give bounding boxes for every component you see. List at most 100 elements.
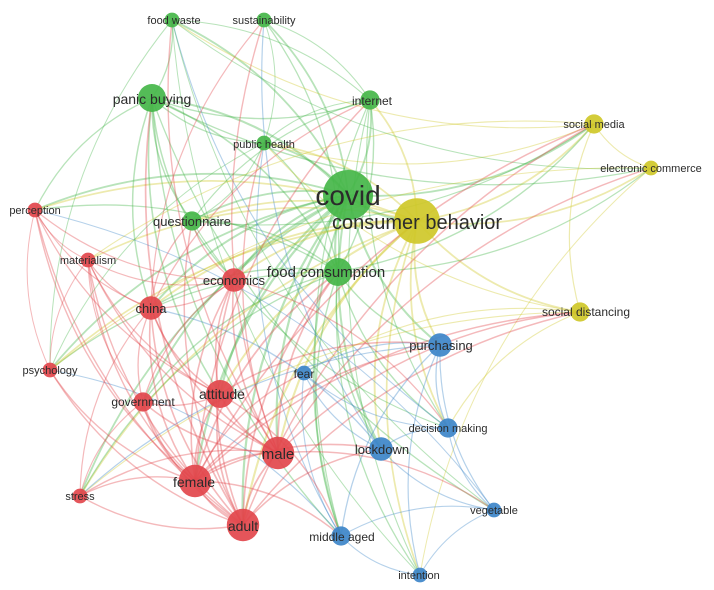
link-consumer_behavior-attitude bbox=[219, 220, 418, 395]
label-fear: fear bbox=[294, 367, 315, 381]
node-food-waste[interactable] bbox=[164, 12, 180, 28]
link-internet-china bbox=[150, 99, 371, 309]
link-covid-adult bbox=[241, 194, 349, 526]
link-food_consumption-public_health bbox=[263, 142, 339, 273]
node-intention[interactable] bbox=[412, 567, 428, 583]
link-public_health-social_distancing bbox=[263, 142, 581, 313]
link-fear-middle_aged bbox=[301, 372, 342, 537]
link-panic_buying-perception bbox=[34, 97, 153, 211]
link-purchasing-stress bbox=[79, 344, 441, 497]
link-covid-china bbox=[150, 194, 349, 309]
node-materialism[interactable] bbox=[80, 252, 96, 268]
node-perception[interactable] bbox=[27, 202, 43, 218]
link-panic_buying-vegetable bbox=[151, 97, 495, 511]
node-social-distancing[interactable] bbox=[570, 302, 590, 322]
label-intention: intention bbox=[398, 570, 440, 582]
link-perception-economics bbox=[34, 209, 235, 281]
link-consumer_behavior-electronic_commerce bbox=[416, 167, 652, 225]
link-food_consumption-psychology bbox=[49, 271, 339, 371]
links-layer bbox=[26, 19, 652, 576]
link-consumer_behavior-economics bbox=[233, 219, 418, 281]
node-china[interactable] bbox=[139, 296, 163, 320]
link-social_media-social_distancing bbox=[568, 123, 595, 313]
node-electronic-commerce[interactable] bbox=[643, 160, 659, 176]
node-questionnaire[interactable] bbox=[182, 211, 202, 231]
node-attitude[interactable] bbox=[206, 380, 234, 408]
link-food_consumption-purchasing bbox=[337, 271, 441, 346]
link-food_consumption-sustainability bbox=[263, 19, 340, 273]
label-internet: internet bbox=[352, 94, 393, 108]
link-middle_aged-female bbox=[194, 480, 342, 537]
node-food-consumption[interactable] bbox=[324, 258, 352, 286]
link-fear-lockdown bbox=[303, 372, 382, 450]
link-internet-food_waste bbox=[171, 19, 371, 101]
node-internet[interactable] bbox=[360, 90, 380, 110]
node-middle-aged[interactable] bbox=[331, 526, 351, 546]
link-male-stress bbox=[79, 449, 279, 497]
link-perception-psychology bbox=[26, 209, 51, 371]
node-social-media[interactable] bbox=[584, 114, 604, 134]
link-food_waste-intention bbox=[171, 19, 421, 576]
node-psychology[interactable] bbox=[42, 362, 58, 378]
node-fear[interactable] bbox=[296, 365, 312, 381]
label-covid: covid bbox=[315, 180, 380, 211]
link-social_media-materialism bbox=[87, 120, 595, 261]
link-food_waste-electronic_commerce bbox=[171, 19, 652, 170]
link-consumer_behavior-social_media bbox=[416, 123, 595, 222]
node-sustainability[interactable] bbox=[256, 12, 272, 28]
link-fear-decision_making bbox=[303, 372, 449, 429]
node-decision-making[interactable] bbox=[438, 418, 458, 438]
link-panic_buying-electronic_commerce bbox=[151, 97, 652, 186]
link-social_media-female bbox=[194, 123, 595, 482]
label-decision-making: decision making bbox=[409, 423, 488, 435]
link-internet-female bbox=[194, 99, 371, 482]
link-food_consumption-electronic_commerce bbox=[337, 167, 652, 273]
link-social_distancing-female bbox=[194, 311, 581, 482]
link-covid-middle_aged bbox=[312, 194, 349, 537]
link-public_health-male bbox=[241, 142, 279, 454]
link-vegetable-male bbox=[277, 450, 495, 511]
node-adult[interactable] bbox=[226, 508, 260, 542]
node-government[interactable] bbox=[133, 392, 153, 412]
node-economics[interactable] bbox=[222, 268, 246, 292]
link-china-female bbox=[148, 307, 196, 482]
node-lockdown[interactable] bbox=[369, 437, 393, 461]
link-internet-public_health bbox=[263, 99, 371, 144]
link-lockdown-vegetable bbox=[380, 448, 495, 511]
node-female[interactable] bbox=[178, 464, 212, 498]
link-consumer_behavior-china bbox=[150, 219, 418, 309]
link-panic_buying-public_health bbox=[151, 97, 265, 144]
link-panic_buying-internet bbox=[151, 97, 371, 120]
link-china-adult bbox=[150, 307, 244, 526]
node-male[interactable] bbox=[261, 436, 295, 470]
link-consumer_behavior-questionnaire bbox=[191, 199, 418, 222]
label-electronic-commerce: electronic commerce bbox=[600, 163, 701, 175]
link-covid-psychology bbox=[49, 194, 349, 371]
link-materialism-male bbox=[87, 259, 279, 454]
link-economics-government bbox=[142, 279, 235, 403]
node-public-health[interactable] bbox=[256, 135, 272, 151]
link-questionnaire-decision_making bbox=[191, 220, 449, 429]
link-social_distancing-decision_making bbox=[447, 311, 581, 429]
link-public_health-social_media bbox=[263, 123, 595, 165]
link-social_distancing-fear bbox=[303, 307, 581, 374]
label-male: male bbox=[262, 446, 295, 463]
link-consumer_behavior-psychology bbox=[49, 220, 418, 371]
label-attitude: attitude bbox=[199, 386, 245, 402]
node-covid[interactable] bbox=[323, 170, 373, 220]
link-government-stress bbox=[79, 401, 144, 497]
node-panic-buying[interactable] bbox=[138, 84, 166, 112]
node-consumer-behavior[interactable] bbox=[394, 198, 440, 244]
label-vegetable: vegetable bbox=[470, 505, 518, 517]
label-psychology: psychology bbox=[22, 365, 78, 377]
node-stress[interactable] bbox=[72, 488, 88, 504]
nodes-layer bbox=[27, 12, 659, 583]
link-public_health-sustainability bbox=[263, 19, 276, 144]
link-consumer_behavior-materialism bbox=[87, 206, 418, 261]
link-food_consumption-male bbox=[277, 271, 339, 454]
link-stress-adult bbox=[79, 495, 244, 530]
link-covid-perception bbox=[34, 172, 349, 211]
node-purchasing[interactable] bbox=[428, 333, 452, 357]
node-vegetable[interactable] bbox=[486, 502, 502, 518]
